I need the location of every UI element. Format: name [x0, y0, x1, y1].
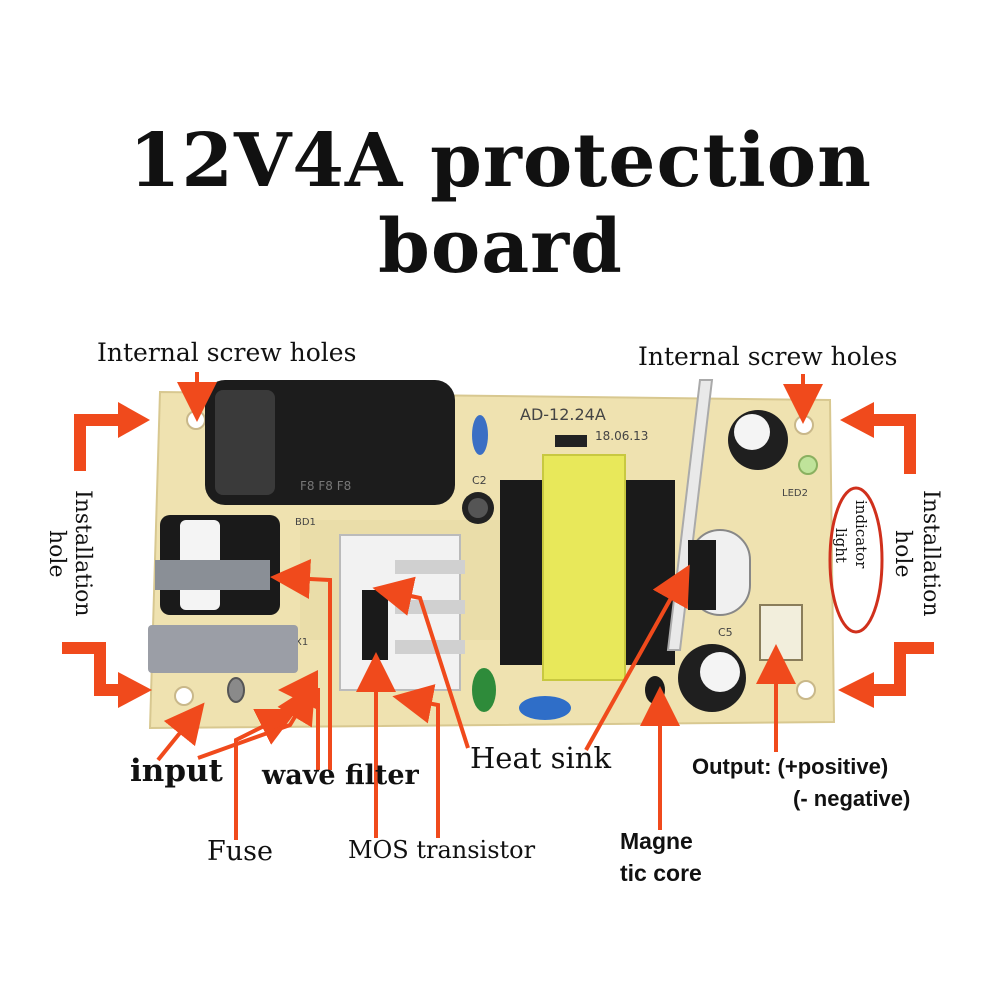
indicator-led: [798, 455, 818, 475]
board-bd1: BD1: [295, 517, 316, 528]
output-terminal: [759, 604, 803, 661]
bulk-capacitor-sleeve: [215, 390, 275, 495]
leader-heat-sink: [372, 576, 470, 749]
leader-wave-filter-2: [270, 559, 332, 770]
c2-capacitor-top: [468, 498, 488, 518]
install-arrowhead-bottom-left: [118, 672, 152, 708]
label-fuse: Fuse: [207, 836, 273, 867]
heat-sink-fin3: [395, 640, 465, 654]
label-indicator: indicator: [852, 500, 870, 569]
label-mos-transistor: MOS transistor: [348, 836, 536, 864]
x-capacitor: [148, 625, 298, 673]
label-magnetic-line2: tic core: [620, 860, 702, 886]
leader-mos: [392, 684, 440, 838]
transformer-core-left: [500, 480, 550, 665]
board-model: AD-12.24A: [520, 405, 606, 424]
output-diode-body: [688, 540, 716, 610]
board-c2: C2: [472, 474, 487, 487]
label-installation-left-line2: hole: [44, 530, 69, 578]
label-installation-right: Installation: [918, 490, 943, 617]
label-indicator-light: light: [832, 528, 850, 563]
label-installation-right-line2: hole: [890, 530, 915, 578]
install-bracket-top-left: [74, 414, 126, 471]
blue-capacitor-bottom: [519, 696, 571, 720]
screw-hole-top-left: [186, 410, 206, 430]
transformer-yellow: [542, 454, 626, 681]
magnetic-core-part: [645, 676, 665, 704]
label-screw-holes-left: Internal screw holes: [97, 338, 357, 367]
install-bracket-top-right: [866, 414, 916, 474]
filter-choke-metal: [155, 560, 270, 590]
leader-heat-sink-2: [584, 564, 690, 751]
output-capacitor-bottom-face: [700, 652, 740, 692]
label-wave-filter: wave filter: [262, 760, 419, 791]
board-led2: LED2: [782, 488, 808, 499]
screw-hole-bottom-left: [174, 686, 194, 706]
install-bracket-bottom-right: [866, 642, 934, 696]
install-arrowhead-bottom-right: [838, 672, 874, 708]
smd-chip: [555, 435, 587, 447]
label-heat-sink: Heat sink: [470, 741, 612, 775]
heat-sink-fin1: [395, 560, 465, 574]
screw-hole-bottom-right: [796, 680, 816, 700]
screw-hole-top-right: [794, 415, 814, 435]
label-installation-left: Installation: [70, 490, 95, 640]
board-date: 18.06.13: [595, 429, 648, 443]
indicator-oval: [828, 486, 884, 634]
heat-sink-fin2: [395, 600, 465, 614]
board-cx1: CX1: [288, 637, 308, 648]
green-capacitor: [472, 668, 496, 712]
label-screw-holes-right: Internal screw holes: [638, 342, 898, 371]
leader-fuse: [234, 709, 298, 840]
label-installation-left-line1: Installation: [70, 490, 95, 617]
bulk-capacitor-mark: F8 F8 F8: [300, 479, 351, 493]
leader-input: [156, 702, 205, 762]
label-input: input: [130, 753, 223, 789]
page-title: 12V4A protection board: [129, 118, 872, 290]
leader-wave-filter-3: [278, 670, 320, 770]
label-magnetic-line1: Magne: [620, 828, 693, 854]
label-output-line1: Output: (+positive): [692, 754, 889, 779]
install-bracket-bottom-left: [62, 642, 126, 696]
fuse-part: [227, 677, 245, 703]
board-c5: C5: [718, 626, 733, 639]
blue-capacitor-top: [472, 415, 488, 455]
install-arrowhead-top-right: [840, 402, 874, 438]
mos-transistor-body: [362, 590, 388, 660]
output-capacitor-top-face: [734, 414, 770, 450]
label-output-line2: (- negative): [793, 786, 911, 811]
install-arrowhead-top-left: [118, 402, 150, 438]
